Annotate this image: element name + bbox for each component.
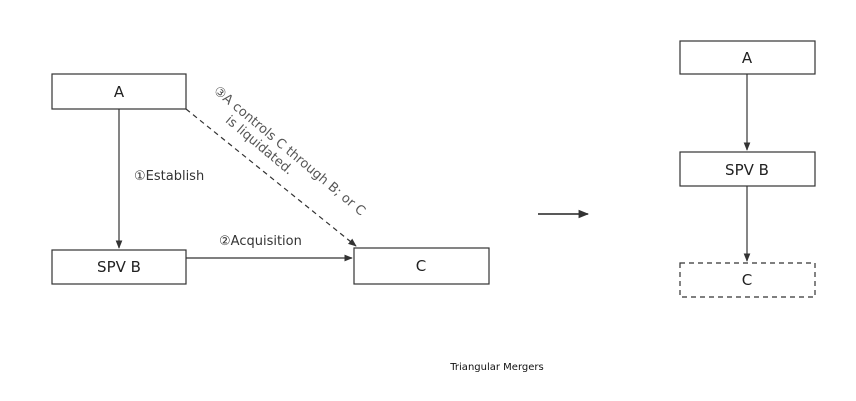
result-node-c-label: C	[742, 271, 752, 289]
edge-label-control: ③A controls C through B; or C is liquida…	[210, 84, 368, 220]
result-node-spv-b: SPV B	[679, 151, 816, 187]
result-node-a-label: A	[742, 49, 753, 67]
node-c: C	[353, 247, 490, 285]
result-node-c-dashed: C	[679, 262, 816, 298]
node-spv-b-label: SPV B	[97, 258, 141, 276]
result-node-a: A	[679, 40, 816, 75]
edge-a-to-c-dashed	[185, 108, 357, 247]
node-a: A	[51, 73, 187, 110]
node-c-label: C	[416, 257, 426, 275]
node-a-label: A	[114, 83, 125, 101]
right-diagram: A SPV B C	[679, 40, 816, 298]
node-spv-b: SPV B	[51, 249, 187, 285]
left-diagram: A SPV B C ①Establish ②Acquisition ③A con…	[51, 73, 490, 285]
edge-label-establish: ①Establish	[134, 169, 204, 184]
diagram-caption: Triangular Mergers	[449, 362, 543, 373]
edge-label-acquisition: ②Acquisition	[219, 234, 302, 249]
result-node-spv-b-label: SPV B	[725, 161, 769, 179]
edge-label-control-line1: ③A controls C through B; or C	[210, 84, 368, 220]
